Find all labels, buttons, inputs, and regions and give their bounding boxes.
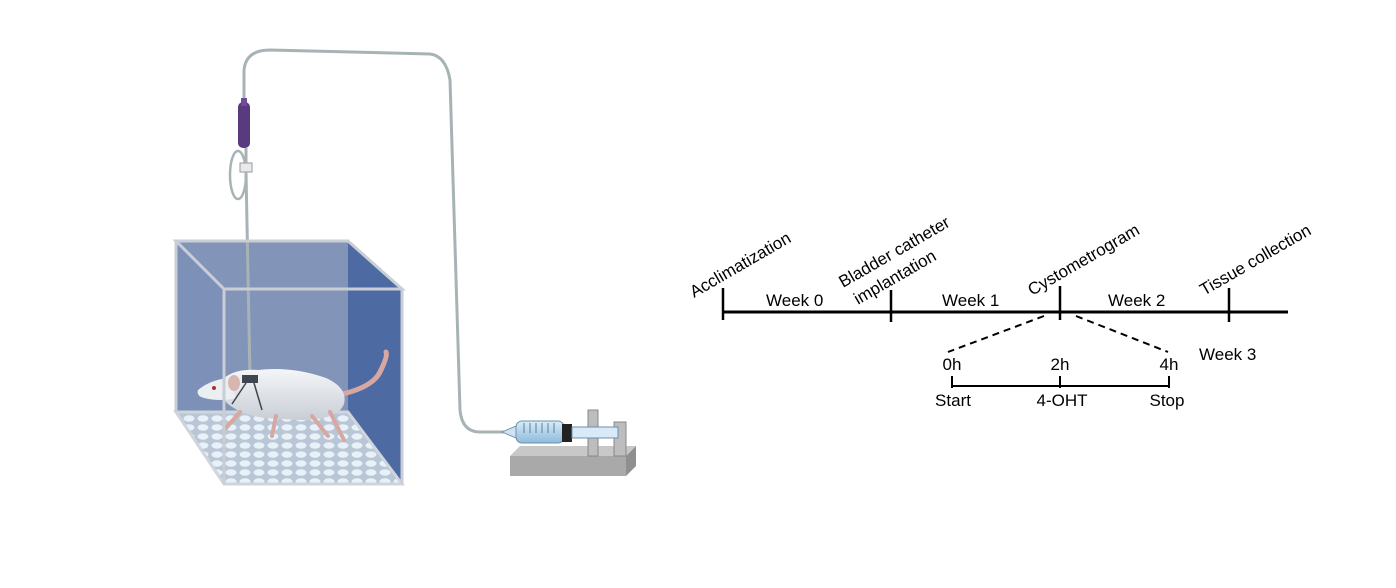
time-0h: 0h [943, 355, 962, 374]
time-2h: 2h [1051, 355, 1070, 374]
syringe-pump [500, 409, 636, 476]
timeline: Acclimatization Bladder catheter implant… [687, 212, 1315, 410]
week-2-label: Week 2 [1108, 291, 1165, 310]
tether [244, 171, 252, 379]
event-start: Start [935, 391, 971, 410]
cage-frame [172, 239, 406, 484]
week-1-label: Week 1 [942, 291, 999, 310]
swivel [228, 98, 253, 201]
cage [173, 241, 405, 486]
event-4-oht: 4-OHT [1037, 391, 1088, 410]
week-0-label: Week 0 [766, 291, 823, 310]
milestone-cystometrogram: Cystometrogram [1025, 220, 1143, 299]
zoom-line-left [947, 315, 1045, 353]
event-stop: Stop [1150, 391, 1185, 410]
time-4h: 4h [1160, 355, 1179, 374]
infusion-illustration [172, 48, 636, 486]
sub-timeline: 0h 2h 4h Start 4-OHT Stop [935, 355, 1184, 410]
infusion-tubing [242, 48, 515, 434]
rat [197, 349, 389, 442]
milestone-tissue-collection: Tissue collection [1197, 220, 1315, 299]
week-3-label: Week 3 [1199, 345, 1256, 364]
zoom-line-right [1075, 315, 1169, 353]
